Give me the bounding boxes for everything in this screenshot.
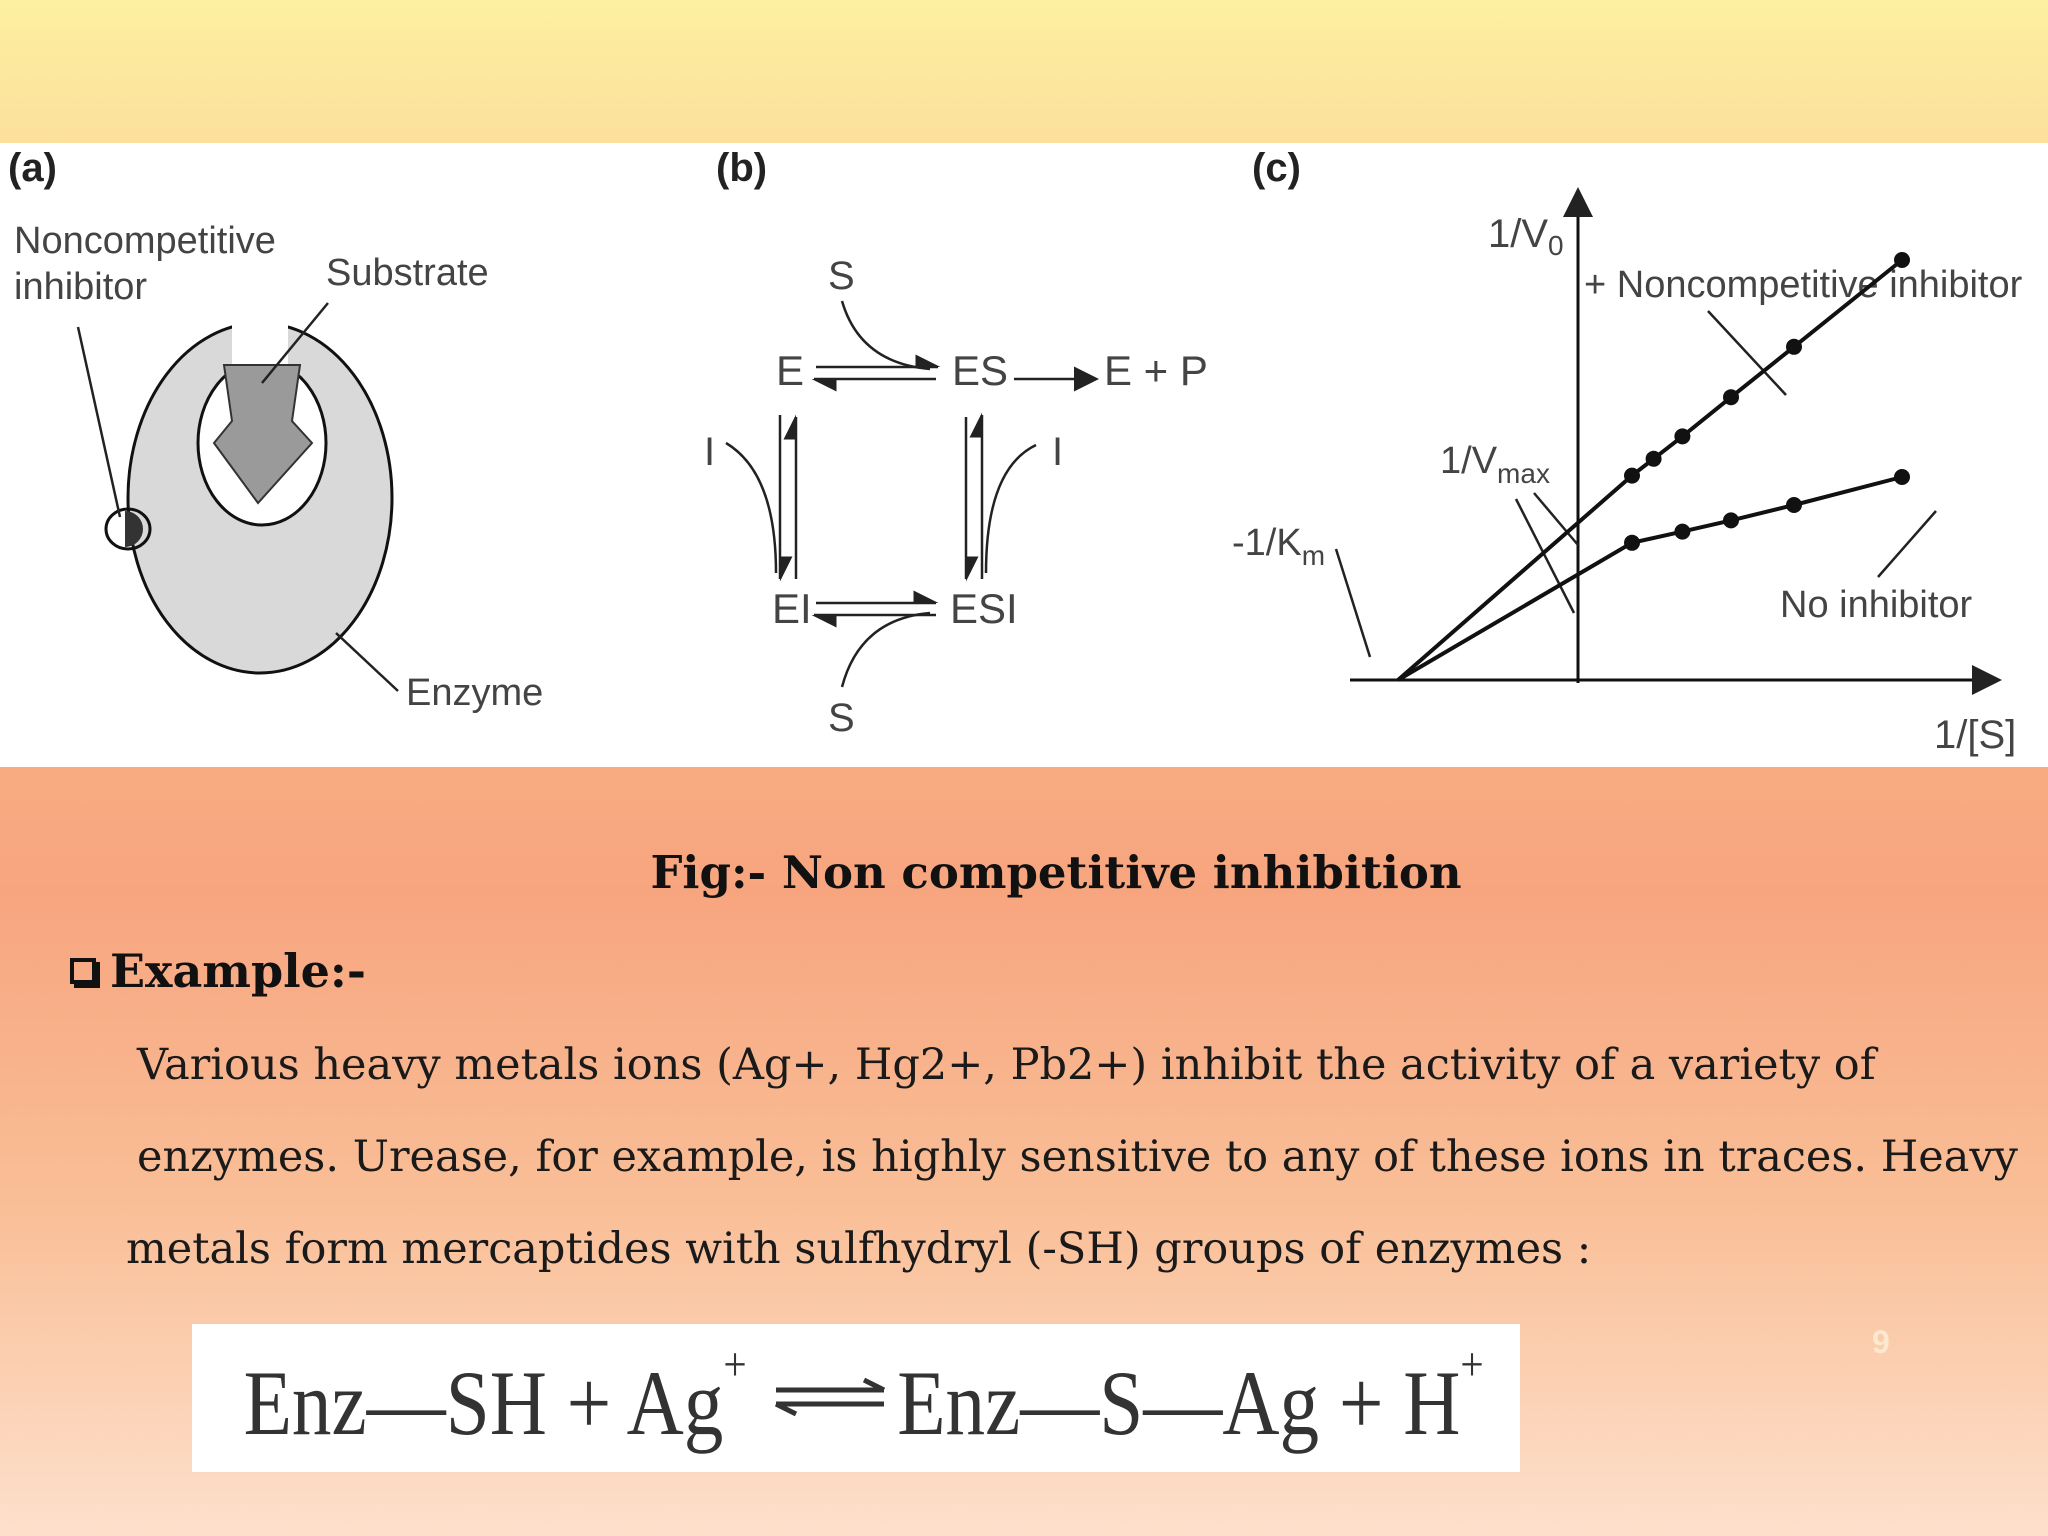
vmax-callout-2 [1533,492,1579,546]
equation-svg: Enz—SH + Ag+ Enz—S—Ag + H+ [244,1337,1484,1454]
body-line-2: enzymes. Urease, for example, is highly … [137,1132,2018,1182]
equation-right-text: Enz—S—Ag + H [897,1353,1460,1455]
equation-left: Enz—SH + Ag+ [244,1337,747,1454]
inhibitor-series-callout [1707,310,1787,396]
node-e: E [776,347,804,394]
figure-panel: (a) Noncompetitive inhibitor Substrate E… [0,143,2048,767]
i-binding-curve-right [984,443,1037,574]
data-point [1645,450,1662,467]
inhibitor-label-line1: Noncompetitive [14,220,276,262]
series-line-no-inhibitor [1396,475,1903,682]
s-binding-curve-bottom [840,611,931,688]
no-inhibitor-series-callout [1877,510,1937,578]
example-heading: Example:- [70,944,366,998]
equation-right: Enz—S—Ag + H+ [897,1337,1484,1454]
data-point [1674,428,1691,445]
checkbox-bullet-icon [70,958,96,984]
i-binding-curve-left [725,441,778,574]
panel-a: (a) Noncompetitive inhibitor Substrate E… [8,146,543,714]
equation-left-text: Enz—SH + Ag [244,1353,724,1455]
substrate-leader [261,302,329,384]
data-point [1786,497,1802,513]
s-binding-curve-top [840,300,931,371]
example-heading-text: Example:- [110,944,366,998]
series-label-no-inhibitor: No inhibitor [1780,584,1973,626]
inhibition-figure: (a) Noncompetitive inhibitor Substrate E… [8,146,2023,757]
equilibrium-arrow-forward-head [862,1377,886,1393]
page-number: 9 [1872,1324,1890,1360]
equation-image: Enz—SH + Ag+ Enz—S—Ag + H+ [192,1324,1520,1472]
s-bottom-label: S [828,696,855,740]
series-label-inhibitor: + Noncompetitive inhibitor [1584,264,2023,306]
body-line-1: Various heavy metals ions (Ag+, Hg2+, Pb… [137,1040,1876,1090]
panel-b-letter: (b) [716,146,767,190]
figure-caption: Fig:- Non competitive inhibition [650,846,1462,899]
node-esi: ESI [950,585,1018,632]
inhibitor-site [104,507,152,551]
y-axis-label: 1/V0 [1488,212,1564,261]
equilibrium-arrow-back-head [774,1401,798,1417]
y-axis-label-sub: 0 [1548,230,1564,261]
enzyme-label: Enzyme [406,672,543,714]
data-point [1723,512,1739,529]
km-label: -1/Km [1232,522,1325,571]
i-left-label: I [704,430,715,474]
inhibitor-label-line2: inhibitor [14,266,147,308]
data-point [1624,534,1640,551]
vmax-label-main: 1/V [1440,440,1498,482]
vmax-label: 1/Vmax [1440,440,1550,489]
enzyme-leader [335,632,399,692]
substrate-shape [212,364,314,505]
node-ep: E + P [1104,347,1208,394]
equation-left-sup: + [723,1337,746,1391]
x-axis-label: 1/[S] [1934,713,2016,757]
vmax-label-sub: max [1497,458,1550,489]
substrate-label: Substrate [326,252,489,294]
data-point [1894,252,1910,268]
body-line-3: metals form mercaptides with sulfhydryl … [126,1224,1592,1274]
data-point [1624,467,1640,484]
data-point [1723,389,1739,406]
data-point [1786,338,1802,355]
km-callout [1334,548,1372,658]
vmax-callout-1 [1514,498,1576,614]
node-es: ES [952,347,1008,394]
km-label-sub: m [1302,540,1325,571]
panel-c: (c) 1/V0 1/[S] 1/Vmax -1/Km + Noncompeti… [1232,146,2023,757]
panel-a-letter: (a) [8,146,57,190]
equation-right-sup: + [1460,1337,1483,1391]
panel-b: (b) S E ES E + P I I EI ESI S [704,146,1208,740]
data-point [1894,469,1910,485]
chart-marks [1396,252,1910,682]
inhibitor-shape [125,511,143,547]
y-axis-label-main: 1/V [1488,212,1548,256]
km-label-main: -1/K [1232,522,1302,564]
s-top-label: S [828,254,855,298]
panel-c-letter: (c) [1252,146,1301,190]
i-right-label: I [1052,430,1063,474]
node-ei: EI [772,585,812,632]
data-point [1674,523,1691,540]
inhibitor-leader [76,326,122,518]
